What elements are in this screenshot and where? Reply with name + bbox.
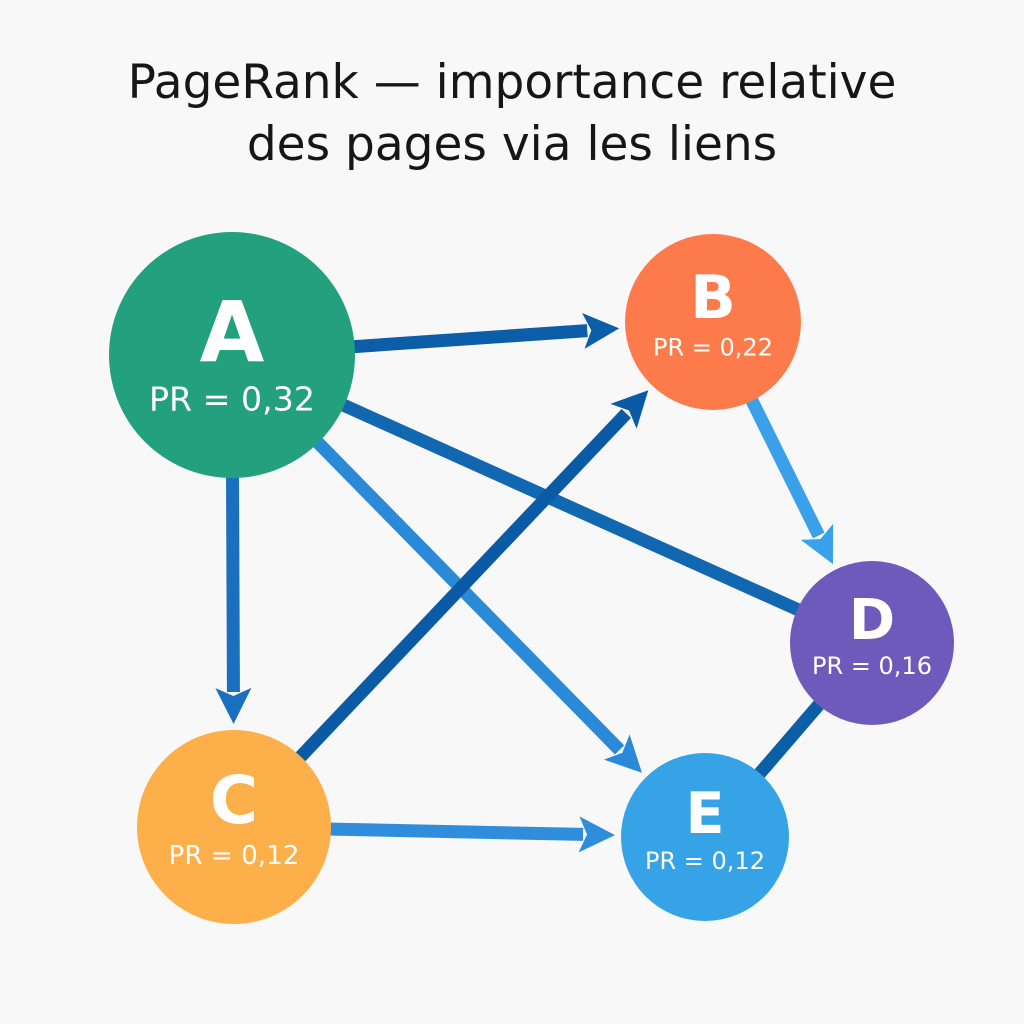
node-D: DPR = 0,16 [790,561,954,725]
edge-B-D [744,394,834,565]
node-C: CPR = 0,12 [137,730,331,924]
node-B: BPR = 0,22 [625,234,801,410]
edge-A-C [215,473,252,725]
edge-A-E [310,435,642,773]
arrowhead-icon [610,390,649,429]
edge-D-E [752,697,827,781]
edge-C-B [293,390,649,764]
edge-C-E [326,816,616,853]
arrowhead-icon [800,523,834,565]
node-label: C [210,762,258,839]
edge-A-B [350,312,620,354]
arrowhead-icon [582,312,620,349]
arrowhead-icon [603,734,642,773]
title-line-2: des pages via les liens [246,117,778,172]
title-line-1: PageRank — importance relative [127,55,897,110]
node-pagerank: PR = 0,32 [149,379,315,418]
node-A: APR = 0,32 [109,232,355,478]
arrowhead-icon [215,687,252,725]
node-label: E [685,781,724,847]
node-E: EPR = 0,12 [621,753,789,921]
node-pagerank: PR = 0,12 [169,841,300,871]
node-label: B [690,263,736,333]
arrowhead-icon [578,816,616,853]
node-pagerank: PR = 0,22 [653,333,773,361]
node-pagerank: PR = 0,12 [645,847,765,875]
node-label: A [200,283,265,381]
diagram-title: PageRank — importance relative des pages… [0,52,1024,176]
node-label: D [849,588,895,653]
node-pagerank: PR = 0,16 [812,652,932,680]
edge-A-D [337,397,804,617]
